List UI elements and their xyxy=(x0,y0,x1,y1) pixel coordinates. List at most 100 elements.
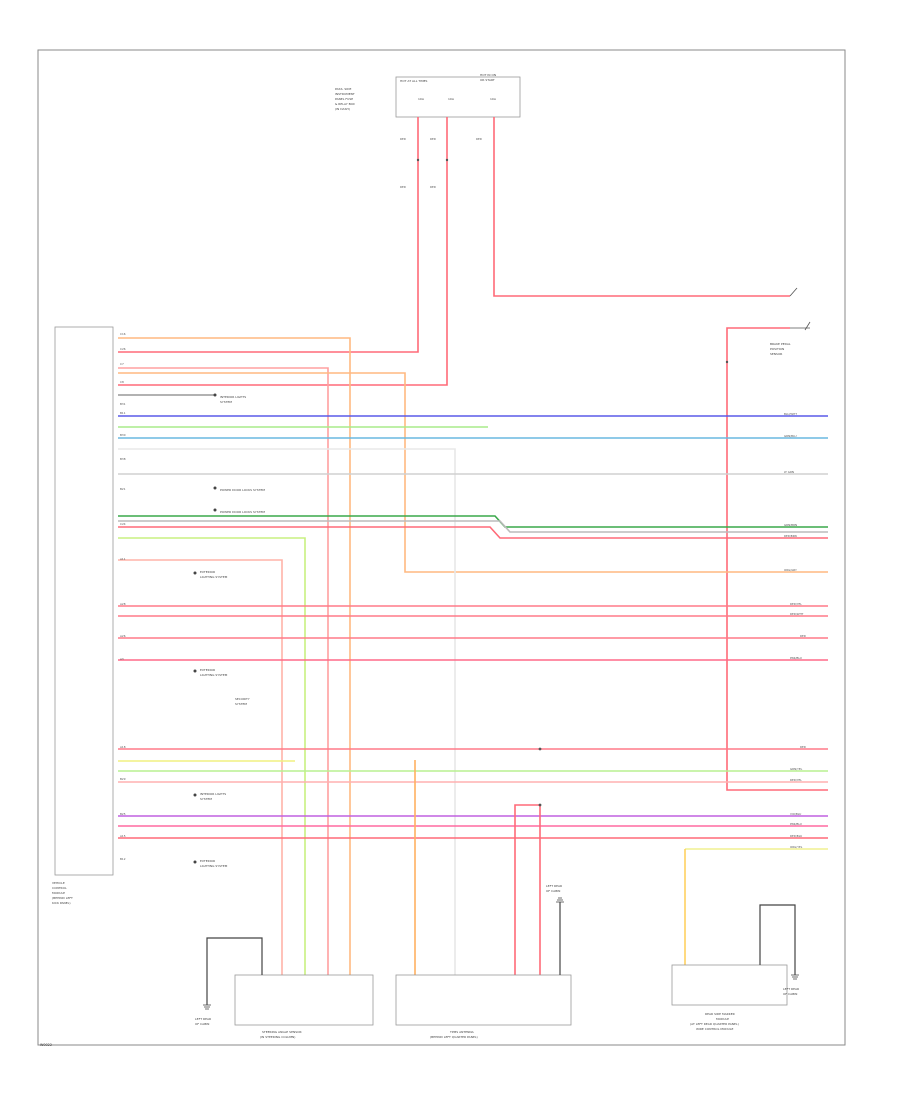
wire-orange-2 xyxy=(118,367,329,975)
right-end-label: LT GRN xyxy=(784,470,794,474)
right-end-label: GRN/BLU xyxy=(784,434,797,438)
diagram-border xyxy=(37,49,846,1046)
right-end-label: VIO/BLU xyxy=(790,812,801,816)
right-end-label: RED/BRN xyxy=(784,534,797,538)
brake-switch: BRAKE PEDAL POSITION SENSOR xyxy=(725,287,828,791)
pin-code: A11 xyxy=(120,557,126,561)
right-end-label: BLU/WHT xyxy=(784,412,797,416)
right-end-label: ORG/YEL xyxy=(790,845,803,849)
tpms-antenna: LEFT REAR OF CABIN TPMS ANTENNA (BEHIND … xyxy=(395,884,572,1039)
wire-gray-4 xyxy=(118,520,828,533)
feed-code-5: RED xyxy=(430,185,436,189)
vehicle-control-module: VEHICLE CONTROL MODULE (BEHIND LEFT KICK… xyxy=(52,326,114,905)
vcm-label-1: CONTROL xyxy=(52,886,67,890)
note-interior-0: INTERIOR LIGHTS xyxy=(220,395,246,399)
fuse-box-left-label-1: INSTRUMENT xyxy=(335,92,355,96)
note-interior-1: SYSTEM xyxy=(220,400,232,404)
brake-switch-label-1: POSITION xyxy=(770,347,784,351)
pin-code: C26 xyxy=(120,347,126,351)
wire-orange-1 xyxy=(118,337,351,975)
steering-sensor-ground-wire xyxy=(206,937,263,1005)
brake-switch-label-2: SENSOR xyxy=(770,352,782,356)
rear-module-ground-label-1: OF CABIN xyxy=(783,992,797,996)
note-exterior-c-1: LIGHTING SYSTEM xyxy=(200,673,228,677)
pin-code: C7 xyxy=(120,362,124,366)
pin-code: C16 xyxy=(120,332,126,336)
pin-code: A26 xyxy=(120,634,126,638)
right-end-label: RED xyxy=(800,745,806,749)
rear-module-label-2: (AT LEFT REAR QUARTER PANEL) xyxy=(690,1022,739,1026)
fuse-box-header-2: OR START xyxy=(480,78,495,82)
pin-code: B29 xyxy=(120,777,126,781)
wire-pink-low xyxy=(118,559,283,975)
pin-code: A28 xyxy=(120,602,126,606)
rear-module-ground-wire xyxy=(759,904,796,975)
pin-code: B25 xyxy=(120,812,126,816)
right-end-label: GRN/YEL xyxy=(790,767,803,771)
steering-sensor-label-1: (IN STEERING COLUMN) xyxy=(260,1035,295,1039)
brake-switch-splice xyxy=(725,360,729,364)
feed-code-1: RED xyxy=(400,137,406,141)
note-bullet-f xyxy=(193,793,197,797)
note-exterior-d-0: EXTERIOR xyxy=(200,859,215,863)
fuse-box-left-label-4: (IN DASH) xyxy=(335,107,350,111)
fuse-box-left-label-3: & RELAY BOX xyxy=(335,102,355,106)
rear-module-label-3: WIRE CONTROL MODULE xyxy=(696,1027,734,1031)
vcm-label-4: KICK PANEL) xyxy=(52,901,71,905)
fuse-feeds xyxy=(118,117,790,386)
switch-contact-2 xyxy=(804,321,811,331)
vcm-label-3: (BEHIND LEFT xyxy=(52,896,73,900)
right-end-labels: BLU/WHT GRN/BLU LT GRN GRN/BRN RED/BRN O… xyxy=(784,412,806,849)
corner-code: W0022 xyxy=(40,1043,52,1047)
note-interior-2-0: INTERIOR LIGHTS xyxy=(200,792,226,796)
pin-code: A15 xyxy=(120,834,126,838)
steering-sensor-ground-label-0: LEFT REAR xyxy=(195,1017,211,1021)
fuse-box-header-1: HOT IN ON xyxy=(480,73,496,77)
wire-red-drop xyxy=(514,804,541,975)
switch-contact-1 xyxy=(789,287,798,297)
feed-code-4: RED xyxy=(400,185,406,189)
pin-codes: C16 C26 C7 C8 B31 B11 B30 B38 B21 C24 A1… xyxy=(120,332,126,861)
tpms-ground-label-1: OF CABIN xyxy=(546,889,560,893)
steering-sensor-ground-label-1: OF CABIN xyxy=(195,1022,209,1026)
steering-sensor-ground xyxy=(203,1004,211,1010)
feed-wire-1 xyxy=(118,117,419,353)
note-bullet-d xyxy=(193,571,197,575)
splice-2 xyxy=(445,158,449,162)
fuse-label-1: 10A xyxy=(448,97,455,101)
vcm-label-2: MODULE xyxy=(52,891,65,895)
pin-code: A3 xyxy=(120,657,124,661)
right-end-label: RED/YEL xyxy=(790,602,802,606)
tpms-ground-label-0: LEFT REAR xyxy=(546,884,562,888)
feed-code-3: RED xyxy=(476,137,482,141)
right-end-label: RED/YEL xyxy=(790,778,802,782)
pin-code: C8 xyxy=(120,380,124,384)
right-end-label: RED xyxy=(800,634,806,638)
pin-code: B31 xyxy=(120,402,126,406)
right-end-label: RED/BLU xyxy=(790,834,802,838)
pin-code: B11 xyxy=(120,411,126,415)
fuse-box-header-0: HOT AT ALL TIMES xyxy=(400,79,428,83)
vcm-outline xyxy=(54,326,114,876)
note-interior-2-1: SYSTEM xyxy=(200,797,212,801)
rear-module-label-0: REAR SIDE MARKER xyxy=(705,1012,735,1016)
rear-module-ground xyxy=(791,974,799,980)
feed-wire-2 xyxy=(118,117,448,386)
note-power-door-2: POWER DOOR LOCKS SYSTEM xyxy=(220,510,265,514)
feed-wire-3 xyxy=(493,117,790,297)
note-exterior-a-1: LIGHTING SYSTEM xyxy=(200,575,228,579)
brake-switch-label-0: BRAKE PEDAL xyxy=(770,342,791,346)
rear-module-ground-label-0: LEFT REAR xyxy=(783,987,799,991)
tpms-outline xyxy=(395,974,572,1026)
right-end-label: ORG/GRY xyxy=(784,568,797,572)
tpms-label-1: (BEHIND LEFT QUARTER PANEL) xyxy=(430,1035,478,1039)
wire-gray-2 xyxy=(118,448,456,975)
pin-code: B30 xyxy=(120,433,126,437)
rear-module-label-1: MODULE xyxy=(716,1017,729,1021)
note-power-door: POWER DOOR LOCKS SYSTEM xyxy=(220,488,265,492)
feed-code-2: RED xyxy=(430,137,436,141)
splice-1 xyxy=(416,158,420,162)
harness-wires xyxy=(118,337,828,975)
pin-code: B21 xyxy=(120,487,126,491)
